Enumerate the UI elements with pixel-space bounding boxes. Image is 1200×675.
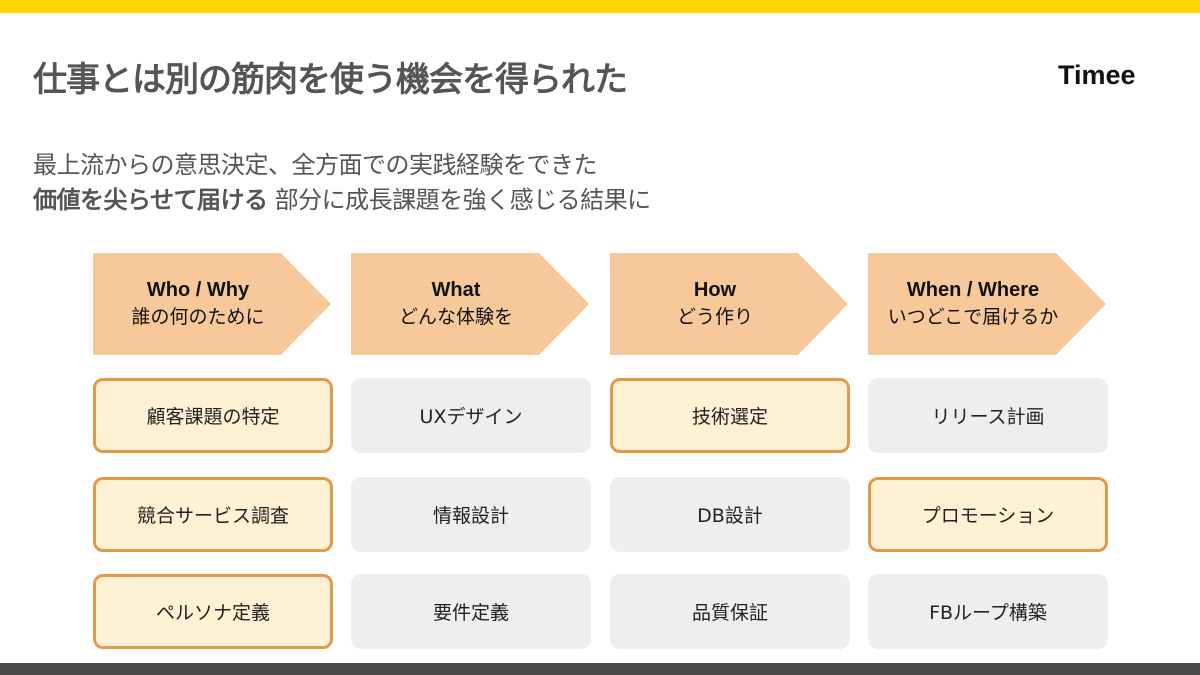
subtitle-rest: 部分に成長課題を強く感じる結果に xyxy=(267,186,652,214)
task-box: UXデザイン xyxy=(351,378,591,453)
task-label: プロモーション xyxy=(921,505,1055,527)
step-heading: What xyxy=(431,279,481,301)
task-label: 品質保証 xyxy=(691,602,768,624)
step-subheading: いつどこで届けるか xyxy=(887,306,1059,328)
arrow-shape xyxy=(868,253,1106,355)
task-box: 競合サービス調査 xyxy=(93,477,333,552)
task-label: 競合サービス調査 xyxy=(136,505,289,527)
top-accent-bar xyxy=(0,0,1200,13)
task-label: 要件定義 xyxy=(432,602,509,624)
step-subheading: 誰の何のために xyxy=(131,306,265,328)
step-heading: Who / Why xyxy=(146,279,250,301)
step-arrow: When / Where いつどこで届けるか xyxy=(868,253,1108,355)
arrow-shape xyxy=(93,253,331,355)
step-arrow: What どんな体験を xyxy=(351,253,591,355)
arrow-shape xyxy=(610,253,848,355)
column-2: How どう作り技術選定 DB設計品質保証 xyxy=(610,253,850,649)
step-subheading: どう作り xyxy=(676,306,753,328)
task-label: 顧客課題の特定 xyxy=(146,406,280,428)
task-box: ペルソナ定義 xyxy=(93,574,333,649)
task-label: UXデザイン xyxy=(419,406,523,428)
task-box: FBループ構築 xyxy=(868,574,1108,649)
task-label: ペルソナ定義 xyxy=(155,602,270,624)
task-box: プロモーション xyxy=(868,477,1108,552)
task-box: リリース計画 xyxy=(868,378,1108,453)
subtitle-line-1: 最上流からの意思決定、全方面での実践経験をできた xyxy=(33,151,598,179)
task-box: 情報設計 xyxy=(351,477,591,552)
slide-title: 仕事とは別の筋肉を使う機会を得られた xyxy=(33,60,628,100)
step-heading: How xyxy=(693,279,737,301)
column-3: When / Where いつどこで届けるかリリース計画プロモーション FBループ構… xyxy=(868,253,1108,649)
task-label: 技術選定 xyxy=(691,406,768,428)
column-0: Who / Why 誰の何のために顧客課題の特定競合サービス調査ペルソナ定義 xyxy=(93,253,333,649)
step-arrow: Who / Why 誰の何のために xyxy=(93,253,333,355)
task-label: 情報設計 xyxy=(432,505,509,527)
task-box: 顧客課題の特定 xyxy=(93,378,333,453)
task-label: DB設計 xyxy=(697,505,763,527)
arrow-shape xyxy=(351,253,589,355)
task-box: DB設計 xyxy=(610,477,850,552)
task-label: FBループ構築 xyxy=(929,602,1047,624)
task-box: 技術選定 xyxy=(610,378,850,453)
task-box: 品質保証 xyxy=(610,574,850,649)
task-box: 要件定義 xyxy=(351,574,591,649)
column-1: What どんな体験を UXデザイン情報設計要件定義 xyxy=(351,253,591,649)
bottom-bar xyxy=(0,663,1200,675)
step-subheading: どんな体験を xyxy=(398,306,513,328)
step-arrow: How どう作り xyxy=(610,253,850,355)
subtitle-emphasis: 価値を尖らせて届ける xyxy=(33,186,268,214)
subtitle-line-2: 価値を尖らせて届ける 部分に成長課題を強く感じる結果に xyxy=(33,180,651,215)
task-label: リリース計画 xyxy=(931,406,1045,428)
step-heading: When / Where xyxy=(906,279,1040,301)
timee-logo: Timee xyxy=(1058,60,1136,90)
